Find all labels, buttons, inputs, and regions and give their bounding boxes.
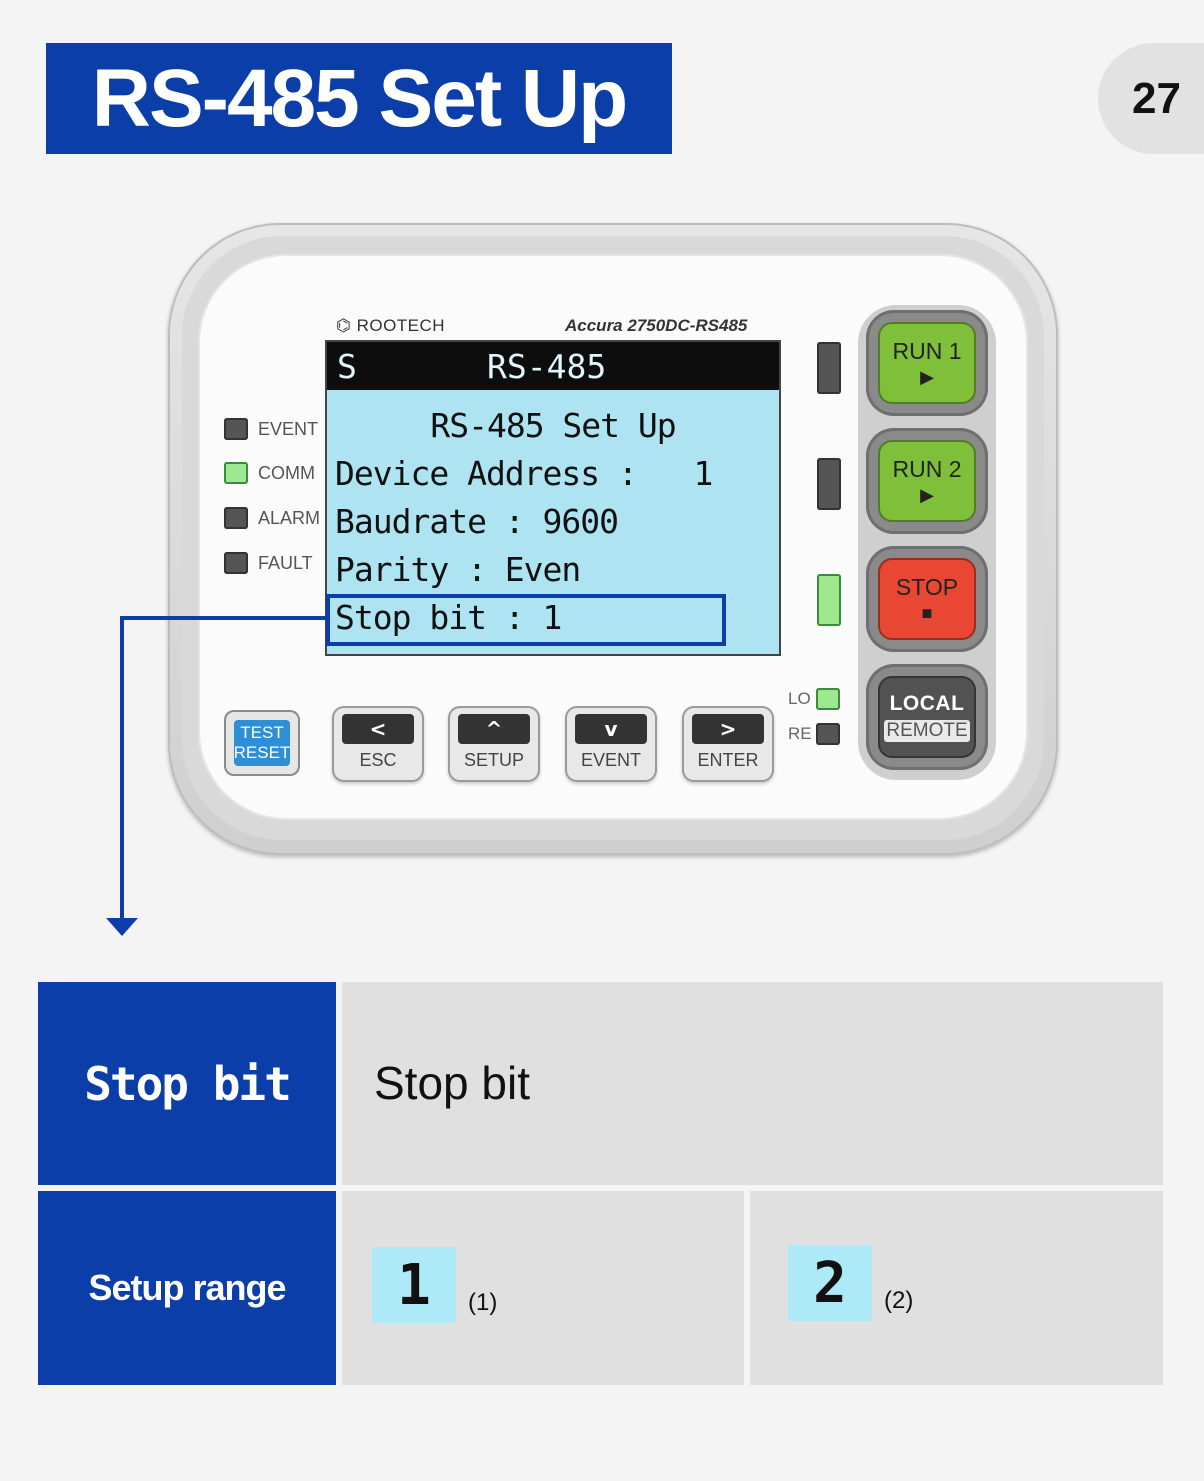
- enter-label: ENTER: [697, 750, 759, 770]
- chevron-up-icon: ^: [458, 714, 530, 744]
- stop-button[interactable]: STOP ■: [866, 546, 988, 652]
- led-label: LO: [788, 689, 811, 708]
- leader-line-vertical: [120, 616, 124, 921]
- range-note-1: (1): [468, 1289, 498, 1316]
- led-label: FAULT: [258, 552, 313, 573]
- lcd-line-device-address: Device Address : 1: [335, 454, 713, 493]
- led-event: EVENT: [224, 418, 318, 440]
- stop-bit-description: Stop bit: [374, 1057, 530, 1109]
- run2-label: RUN 2: [892, 456, 962, 482]
- play-icon: ▶: [920, 485, 934, 505]
- test-reset-button[interactable]: TEST RESET: [224, 710, 300, 776]
- lcd-title-bar: S RS-485: [327, 342, 779, 390]
- lcd-line-stop-bit: Stop bit : 1: [335, 598, 562, 637]
- led-label: EVENT: [258, 418, 319, 439]
- brand-name: ROOTECH: [356, 316, 446, 335]
- enter-button[interactable]: > ENTER: [682, 706, 774, 782]
- lcd-menu-title: RS-485: [487, 347, 607, 386]
- page-number: 27: [1098, 43, 1204, 154]
- led-label: RE: [788, 724, 812, 743]
- stop-bit-header: Stop bit: [38, 982, 336, 1185]
- run2-button[interactable]: RUN 2 ▶: [866, 428, 988, 534]
- lcd-heading: RS-485 Set Up: [430, 406, 676, 445]
- run1-cap: RUN 1 ▶: [878, 322, 976, 404]
- lcd-screen: S RS-485 RS-485 Set Up Device Address : …: [327, 342, 779, 654]
- stop-cap: STOP ■: [878, 558, 976, 640]
- event-label: EVENT: [580, 750, 641, 770]
- range-option-1: 1 (1): [372, 1247, 497, 1323]
- test-reset-cap: TEST RESET: [234, 720, 290, 766]
- setup-label: SETUP: [463, 750, 524, 770]
- local-remote-button[interactable]: LOCAL REMOTE: [866, 664, 988, 770]
- led-alarm: ALARM: [224, 507, 320, 529]
- led-label: COMM: [258, 462, 315, 483]
- local-remote-cap: LOCAL REMOTE: [878, 676, 976, 758]
- setup-button[interactable]: ^ SETUP: [448, 706, 540, 782]
- led-comm: COMM: [224, 462, 315, 484]
- leader-line-horizontal: [120, 616, 326, 620]
- test-label: TEST: [240, 723, 284, 742]
- setup-range-header: Setup range: [38, 1191, 336, 1385]
- range-value-1: 1: [372, 1247, 456, 1323]
- lcd-line-baudrate: Baudrate : 9600: [335, 502, 619, 541]
- page-title: RS-485 Set Up: [46, 43, 672, 154]
- run1-led: [817, 342, 841, 394]
- stop-label: STOP: [895, 574, 959, 600]
- range-note-2: (2): [884, 1287, 914, 1314]
- stop-bit-description-cell: Stop bit: [342, 982, 1163, 1185]
- esc-label: ESC: [359, 750, 397, 770]
- range-option-2: 2 (2): [788, 1245, 913, 1321]
- chevron-right-icon: >: [692, 714, 764, 744]
- play-icon: ▶: [920, 367, 934, 387]
- stop-led: [817, 574, 841, 626]
- reset-label: RESET: [233, 743, 291, 762]
- chevron-down-icon: v: [575, 714, 647, 744]
- led-indicator-icon: [224, 462, 248, 484]
- run1-button[interactable]: RUN 1 ▶: [866, 310, 988, 416]
- local-label: LOCAL: [889, 692, 965, 715]
- brand-logo: ⌬ ROOTECH: [336, 316, 445, 336]
- stop-bit-highlight: [326, 594, 726, 646]
- run1-label: RUN 1: [892, 338, 962, 364]
- range-option-2-cell: 2 (2): [750, 1191, 1163, 1385]
- led-indicator-icon: [224, 418, 248, 440]
- range-value-2: 2: [788, 1245, 872, 1321]
- event-button[interactable]: v EVENT: [565, 706, 657, 782]
- led-label: ALARM: [258, 507, 321, 528]
- led-indicator-icon: [816, 723, 840, 745]
- remote-label: REMOTE: [884, 720, 970, 742]
- led-fault: FAULT: [224, 552, 313, 574]
- stop-square-icon: ■: [921, 603, 933, 623]
- led-indicator-icon: [224, 507, 248, 529]
- led-remote: RE: [788, 723, 840, 745]
- lcd-menu-letter: S: [337, 347, 357, 386]
- rootech-logo-icon: ⌬: [336, 316, 357, 335]
- model-name: Accura 2750DC-RS485: [565, 316, 748, 335]
- run2-cap: RUN 2 ▶: [878, 440, 976, 522]
- range-option-1-cell: 1 (1): [342, 1191, 744, 1385]
- arrow-down-icon: [106, 918, 138, 936]
- led-indicator-icon: [224, 552, 248, 574]
- led-indicator-icon: [816, 688, 840, 710]
- led-local: LO: [788, 688, 840, 710]
- chevron-left-icon: <: [342, 714, 414, 744]
- esc-button[interactable]: < ESC: [332, 706, 424, 782]
- run2-led: [817, 458, 841, 510]
- lcd-line-parity: Parity : Even: [335, 550, 581, 589]
